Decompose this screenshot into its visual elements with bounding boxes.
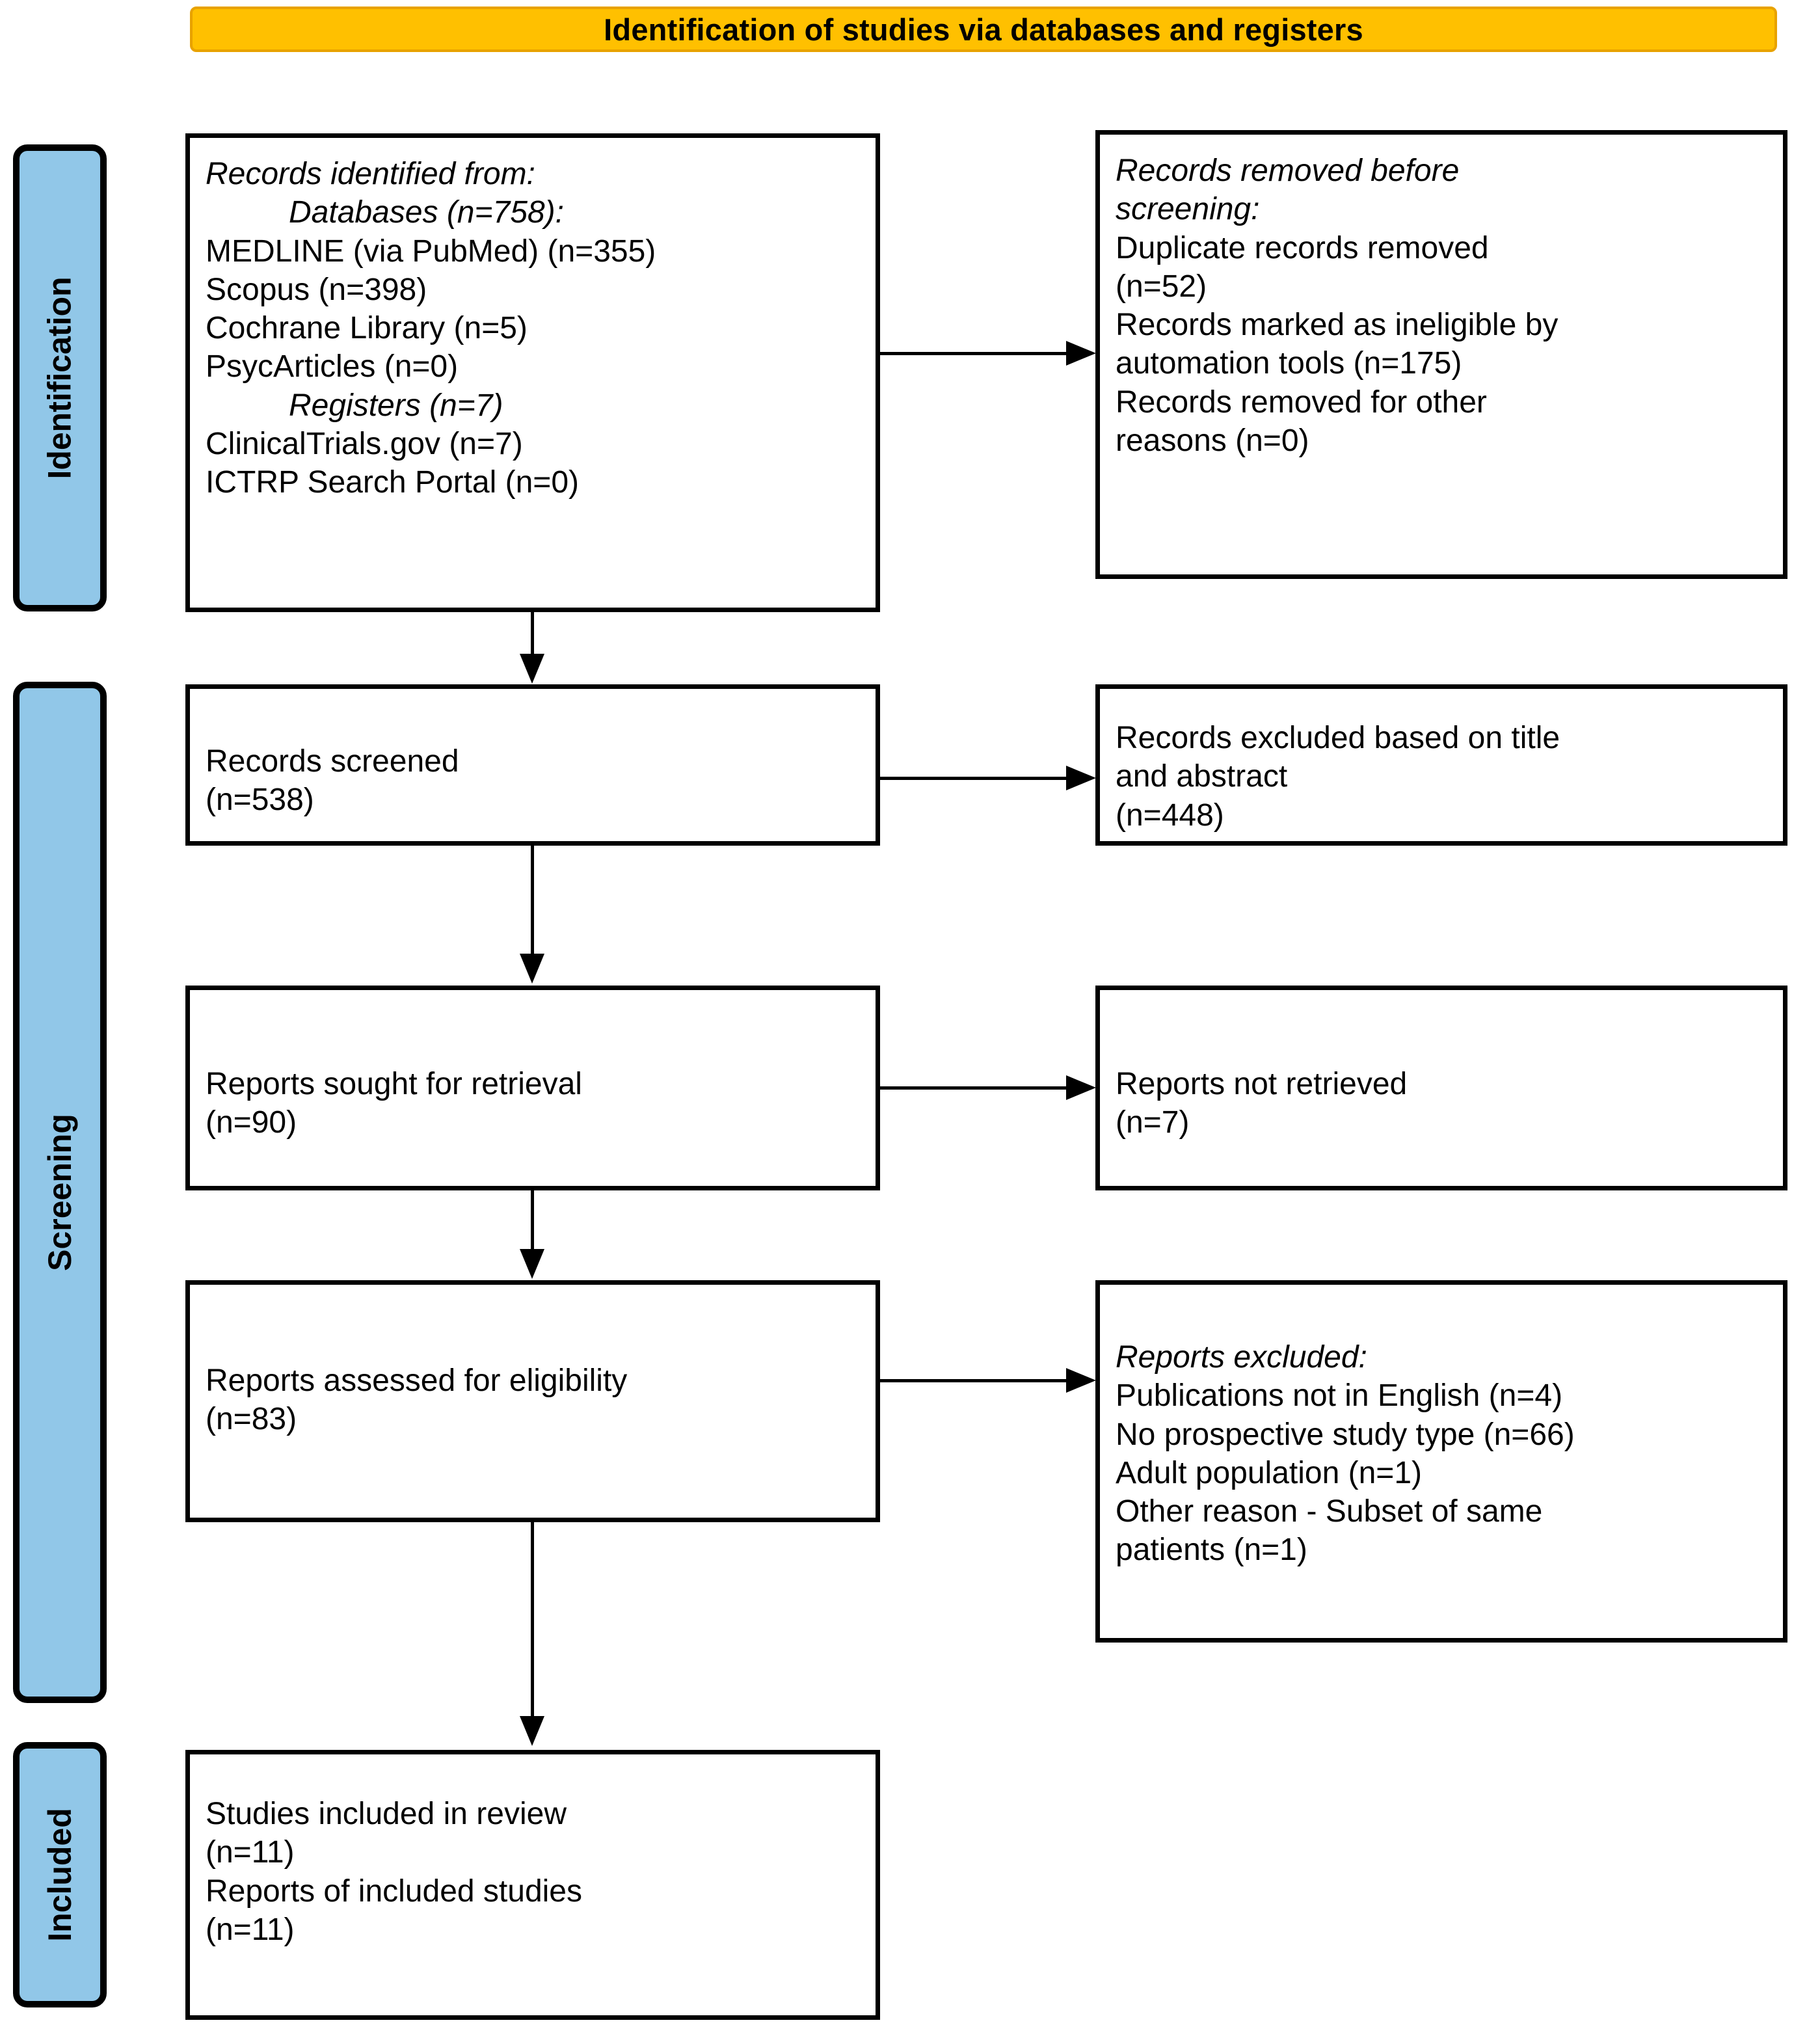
box-line: (n=83) <box>206 1402 297 1437</box>
box-line: screening: <box>1116 192 1260 227</box>
connector-line-sought-to-not-retrieved <box>880 1086 1067 1090</box>
diagram-title: Identification of studies via databases … <box>604 12 1363 47</box>
box-line: (n=11) <box>206 1835 295 1870</box>
box-line: patients (n=1) <box>1116 1533 1307 1568</box>
box-line: (n=52) <box>1116 269 1207 304</box>
box-studies-included-in-review: Studies included in review (n=11) Report… <box>185 1750 880 2020</box>
box-line: ClinicalTrials.gov (n=7) <box>206 426 523 461</box>
box-line: Scopus (n=398) <box>206 272 427 307</box>
box-line: Records removed before <box>1116 154 1460 188</box>
box-line: reasons (n=0) <box>1116 423 1309 458</box>
connector-arrowhead-screened-to-excluded <box>1066 766 1096 790</box>
box-line: PsycArticles (n=0) <box>206 349 459 384</box>
box-line: Duplicate records removed <box>1116 230 1489 265</box>
box-line: MEDLINE (via PubMed) (n=355) <box>206 234 656 269</box>
connector-arrowhead-identified-to-screened <box>520 654 544 684</box>
box-line: Adult population (n=1) <box>1116 1455 1422 1490</box>
box-reports-sought-for-retrieval: Reports sought for retrieval (n=90) <box>185 986 880 1190</box>
connector-arrowhead-assessed-to-reports-excluded <box>1066 1368 1096 1393</box>
box-line: (n=11) <box>206 1912 295 1947</box>
stage-label-screening: Screening <box>42 1114 78 1271</box>
stage-band-identification: Identification <box>13 144 107 611</box>
diagram-header-banner: Identification of studies via databases … <box>190 7 1777 52</box>
connector-line-screened-to-sought <box>531 846 534 955</box>
box-line: Publications not in English (n=4) <box>1116 1378 1563 1414</box>
connector-line-identified-to-screened <box>531 612 534 655</box>
box-reports-excluded: Reports excluded: Publications not in En… <box>1095 1280 1787 1643</box>
box-line: Databases (n=758): <box>289 195 564 230</box>
stage-band-included: Included <box>13 1742 107 2007</box>
box-line: ICTRP Search Portal (n=0) <box>206 465 580 500</box>
box-line: (n=7) <box>1116 1105 1190 1140</box>
stage-label-included: Included <box>42 1808 79 1942</box>
connector-arrowhead-identified-to-removed <box>1066 341 1096 366</box>
box-line: Cochrane Library (n=5) <box>206 311 528 346</box>
box-line: Registers (n=7) <box>289 388 503 423</box>
box-line: Records excluded based on title <box>1116 721 1560 755</box>
box-records-identified: Records identified from: Databases (n=75… <box>185 133 880 612</box>
box-line: Reports excluded: <box>1116 1340 1367 1375</box>
box-line: Reports of included studies <box>206 1873 582 1909</box>
connector-line-sought-to-assessed <box>531 1190 534 1250</box>
box-line: Reports sought for retrieval <box>206 1067 582 1101</box>
box-line: Reports not retrieved <box>1116 1067 1408 1101</box>
box-line: automation tools (n=175) <box>1116 346 1462 381</box>
box-line: (n=448) <box>1116 798 1224 833</box>
connector-arrowhead-assessed-to-included <box>520 1716 544 1746</box>
box-records-excluded: Records excluded based on title and abst… <box>1095 684 1787 846</box>
stage-label-identification: Identification <box>42 276 79 479</box>
box-line: Records removed for other <box>1116 384 1487 420</box>
box-line: Studies included in review <box>206 1797 567 1831</box>
connector-line-assessed-to-reports-excluded <box>880 1379 1067 1382</box>
connector-line-assessed-to-included <box>531 1522 534 1717</box>
box-line: and abstract <box>1116 759 1288 794</box>
box-line: Records marked as ineligible by <box>1116 308 1559 343</box>
box-line: Records identified from: <box>206 157 535 191</box>
box-line: (n=538) <box>206 783 314 818</box>
connector-arrowhead-sought-to-assessed <box>520 1249 544 1279</box>
box-line: (n=90) <box>206 1105 297 1140</box>
box-reports-assessed-for-eligibility: Reports assessed for eligibility (n=83) <box>185 1280 880 1522</box>
box-reports-not-retrieved: Reports not retrieved (n=7) <box>1095 986 1787 1190</box>
connector-arrowhead-screened-to-sought <box>520 954 544 984</box>
box-records-removed-before-screening: Records removed before screening: Duplic… <box>1095 130 1787 579</box>
connector-line-identified-to-removed <box>880 352 1067 355</box>
connector-arrowhead-sought-to-not-retrieved <box>1066 1075 1096 1100</box>
box-line: Records screened <box>206 744 459 779</box>
box-line: Reports assessed for eligibility <box>206 1363 628 1398</box>
box-line: No prospective study type (n=66) <box>1116 1417 1575 1452</box>
box-line: Other reason - Subset of same <box>1116 1494 1543 1529</box>
box-records-screened: Records screened (n=538) <box>185 684 880 846</box>
connector-line-screened-to-excluded <box>880 777 1067 780</box>
stage-band-screening: Screening <box>13 682 107 1703</box>
